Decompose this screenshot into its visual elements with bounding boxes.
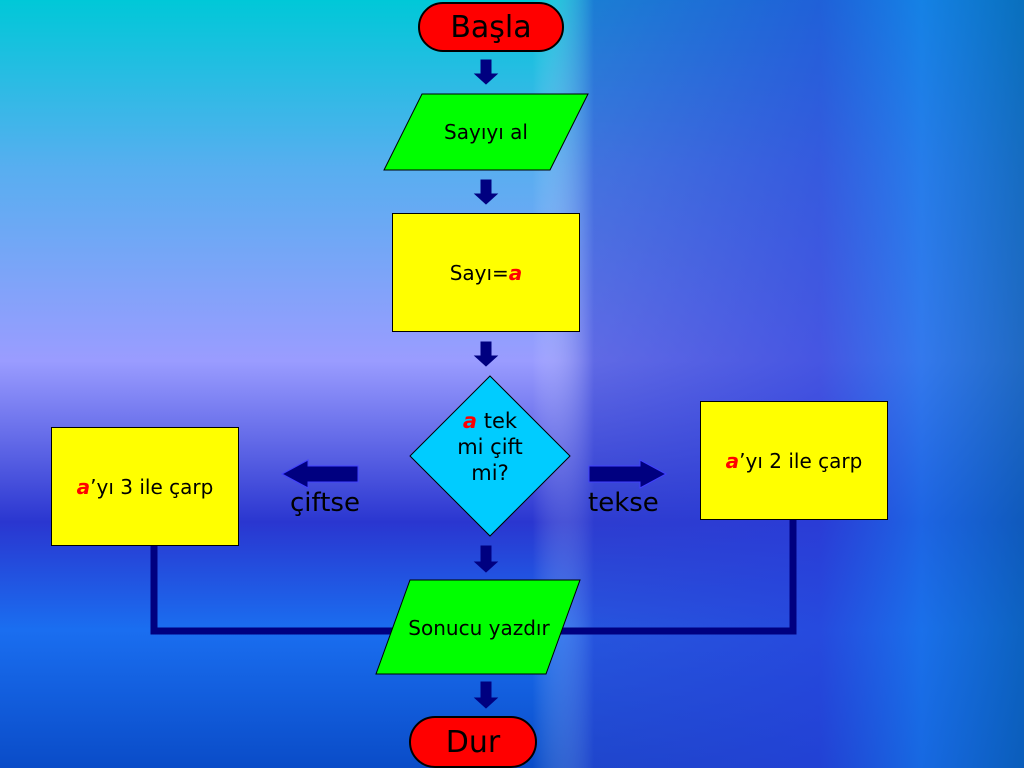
- arrow-right: [588, 459, 668, 489]
- odd-branch-label: tekse: [588, 488, 659, 518]
- connector-right: [560, 520, 797, 635]
- arrow-down-1: [473, 59, 499, 85]
- even-process: a’yı 3 ile çarp: [51, 427, 239, 546]
- connector-left: [150, 546, 420, 635]
- connector-lines: [150, 520, 797, 635]
- arrow-down-4: [473, 545, 499, 573]
- odd-process: a’yı 2 ile çarp: [700, 401, 888, 520]
- assign-process: Sayı=a: [392, 213, 580, 332]
- even-text: ’yı 3 ile çarp: [90, 474, 214, 499]
- arrow-left: [280, 459, 359, 489]
- output-label: Sonucu yazdır: [408, 616, 550, 640]
- arrow-down-5: [473, 681, 499, 709]
- input-label-box: Sayıyı al: [400, 110, 572, 154]
- decision-line-2: mi çift: [457, 435, 523, 459]
- odd-var: a: [725, 448, 740, 473]
- down-arrows: [473, 59, 499, 709]
- assign-var: a: [508, 260, 523, 285]
- decision-line-1-text: tek: [477, 409, 518, 433]
- output-label-box: Sonucu yazdır: [388, 606, 570, 650]
- input-shape: [383, 93, 589, 171]
- decision-var: a: [462, 409, 478, 433]
- decision-line-3: mi?: [471, 461, 509, 485]
- decision-text: a tek mi çift mi?: [430, 408, 550, 486]
- arrow-down-2: [473, 179, 499, 205]
- input-label: Sayıyı al: [444, 120, 528, 144]
- start-terminal: Başla: [418, 2, 564, 52]
- even-branch-label: çiftse: [290, 488, 360, 518]
- odd-text: ’yı 2 ile çarp: [739, 448, 863, 473]
- even-var: a: [76, 474, 91, 499]
- end-label: Dur: [445, 724, 501, 760]
- end-terminal: Dur: [409, 716, 537, 768]
- assign-prefix: Sayı=: [449, 260, 509, 285]
- decision-shape: [409, 375, 571, 537]
- start-label: Başla: [450, 9, 532, 45]
- decision-line-1: a tek: [430, 408, 550, 434]
- arrow-down-3: [473, 341, 499, 367]
- output-shape: [375, 579, 581, 675]
